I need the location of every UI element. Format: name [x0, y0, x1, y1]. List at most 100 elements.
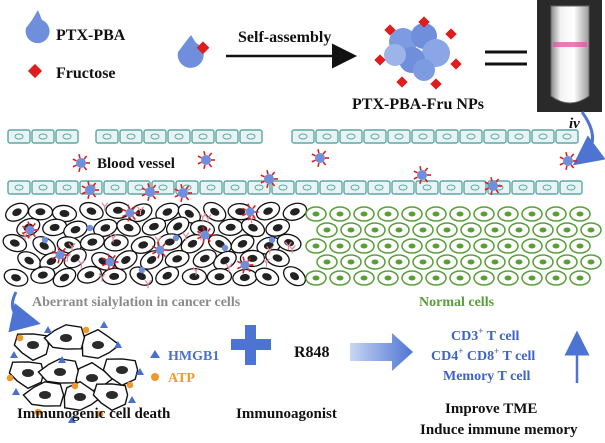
- endothelial-cell: [103, 180, 127, 195]
- endothelial-cell: [435, 129, 459, 144]
- cancer-cell: [265, 218, 291, 237]
- sialic-receptor: [182, 232, 190, 241]
- normal-cell: [377, 206, 399, 222]
- nanoparticle: [260, 170, 278, 188]
- normal-cell: [545, 206, 567, 222]
- sialic-receptor: [144, 279, 152, 289]
- normal-cell: [545, 238, 567, 254]
- legend: PTX-PBA Fructose: [25, 10, 126, 82]
- endothelial-cell: [367, 180, 391, 195]
- normal-cell: [425, 238, 447, 254]
- cancer-cell: [141, 217, 167, 236]
- nanoparticle: [81, 181, 99, 199]
- dying-cell: [22, 381, 65, 407]
- hmgb1-marker: [10, 351, 18, 358]
- hmgb1-marker: [100, 321, 108, 328]
- normal-cell: [449, 206, 471, 222]
- ptx-pba-fructose-monomer: [177, 35, 210, 68]
- cancer-cell: [265, 248, 290, 268]
- endothelial-cell: [215, 129, 239, 144]
- cancer-cell: [5, 202, 29, 222]
- normal-tissue: [305, 206, 602, 286]
- immunoagonist-caption: Immunoagonist: [236, 406, 337, 422]
- normal-cell: [316, 222, 338, 238]
- endothelial-cell: [415, 180, 439, 195]
- dying-cell: [8, 361, 45, 390]
- normal-cell: [340, 222, 362, 238]
- nanoparticle-cluster: PTX-PBA-Fru NPs: [352, 16, 484, 113]
- sialic-receptor: [98, 273, 106, 282]
- normal-cell: [569, 238, 591, 254]
- nanoparticle: [151, 241, 169, 259]
- hmgb1-marker: [58, 356, 66, 363]
- normal-cell: [329, 238, 351, 254]
- nanoparticle: [413, 166, 431, 184]
- cancer-cells-label: Aberrant sialylation in cancer cells: [32, 295, 241, 310]
- equals-sign: [485, 50, 527, 66]
- endothelial-cell: [315, 129, 339, 144]
- normal-cell: [460, 254, 482, 270]
- hmgb1-marker: [128, 396, 136, 403]
- nanoparticle: [141, 183, 159, 201]
- nanoparticle: [21, 221, 39, 239]
- sialic-receptor: [136, 206, 144, 216]
- dying-cell: [92, 383, 129, 412]
- hmgb1-label: HMGB1: [168, 349, 219, 364]
- cancer-cell: [27, 203, 54, 221]
- endothelial-cell: [439, 180, 463, 195]
- normal-cell: [401, 238, 423, 254]
- plus-icon: [231, 325, 271, 365]
- normal-cell: [569, 206, 591, 222]
- sialic-receptor: [284, 241, 292, 251]
- icd-caption: Immunogenic cell death: [17, 406, 171, 422]
- endothelial-cell: [55, 129, 79, 144]
- nanoparticle: [484, 177, 502, 195]
- dying-cell: [37, 358, 80, 384]
- endothelial-cell: [31, 129, 55, 144]
- normal-cell: [329, 270, 351, 286]
- cancer-cell: [129, 266, 154, 286]
- endothelial-cell: [411, 129, 435, 144]
- cd4-cd8-tcell-label: CD4+ CD8+ T cell: [431, 346, 535, 364]
- cancer-cell: [254, 267, 280, 287]
- endothelial-cell: [531, 129, 555, 144]
- sialic-receptor: [77, 259, 85, 269]
- normal-cell: [353, 270, 375, 286]
- endothelial-cell: [559, 180, 583, 195]
- normal-cell: [340, 254, 362, 270]
- normal-cell: [460, 222, 482, 238]
- normal-cell: [545, 270, 567, 286]
- fructose-icon: [27, 63, 43, 79]
- sialic-receptor: [101, 202, 109, 211]
- hmgb1-marker: [114, 341, 122, 348]
- normal-cell: [401, 270, 423, 286]
- endothelial-cell: [463, 180, 487, 195]
- normal-cell: [305, 270, 327, 286]
- normal-cell: [329, 206, 351, 222]
- endothelial-cell: [95, 129, 119, 144]
- iv-label: iv: [569, 116, 580, 132]
- nanoparticle: [72, 154, 90, 172]
- nanoparticle: [174, 184, 192, 202]
- endothelial-cell: [143, 129, 167, 144]
- normal-cell: [521, 206, 543, 222]
- released-drug: [172, 234, 180, 242]
- normal-cell: [521, 270, 543, 286]
- cancer-cell: [139, 250, 164, 270]
- cancer-cell: [3, 268, 29, 287]
- normal-cell: [425, 206, 447, 222]
- ptx-pba-icon: [25, 10, 50, 44]
- hmgb1-marker: [136, 368, 144, 375]
- circulating-nanoparticles: [72, 149, 577, 202]
- atp-marker: [126, 381, 134, 389]
- dying-cell: [13, 333, 50, 362]
- cancer-cell: [232, 268, 258, 287]
- nanoparticle: [236, 256, 254, 274]
- sialic-receptor: [68, 242, 76, 252]
- cancer-cell: [282, 202, 308, 221]
- cancer-cell: [130, 235, 156, 254]
- cancer-cell: [79, 233, 105, 251]
- cancer-cell: [206, 268, 233, 286]
- endothelial-cell: [343, 180, 367, 195]
- cancer-tissue: [2, 201, 308, 289]
